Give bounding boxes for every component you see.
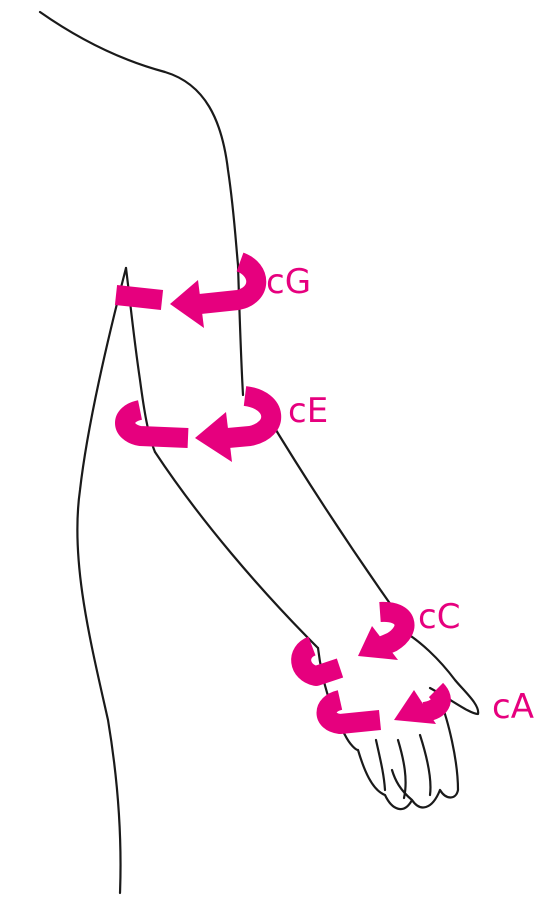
- band-cE-curl-left: [115, 400, 189, 448]
- outer-forearm: [263, 410, 400, 617]
- band-cG-curl: [198, 252, 267, 314]
- label-cA: cA: [492, 687, 534, 727]
- band-cA-curl: [422, 682, 451, 722]
- band-cC-tail: [291, 636, 344, 686]
- band-cG-arrowhead: [170, 280, 204, 328]
- inner-forearm: [153, 450, 320, 650]
- body-side-contour: [76, 266, 128, 895]
- hand-outline: [316, 626, 480, 811]
- band-cG-tail: [114, 285, 164, 310]
- label-cC: cC: [418, 597, 460, 637]
- band-cC-curl: [374, 601, 415, 658]
- arm-outline: [38, 10, 480, 895]
- band-cE-arrowhead: [195, 412, 232, 462]
- band-cA-tail: [316, 690, 381, 734]
- measurement-bands: [114, 252, 451, 734]
- finger-lines: [374, 733, 432, 800]
- band-cC: [291, 601, 415, 686]
- measurement-labels: cG cE cC cA: [266, 262, 534, 727]
- label-cE: cE: [288, 391, 328, 431]
- shoulder-contour: [38, 10, 245, 397]
- band-cA-arrowhead: [394, 690, 436, 724]
- band-cG: [114, 252, 267, 328]
- band-cC-arrowhead: [358, 626, 398, 660]
- band-cA: [316, 682, 451, 734]
- band-cE-curl-right: [227, 386, 282, 448]
- band-cE: [115, 386, 282, 462]
- label-cG: cG: [266, 262, 311, 302]
